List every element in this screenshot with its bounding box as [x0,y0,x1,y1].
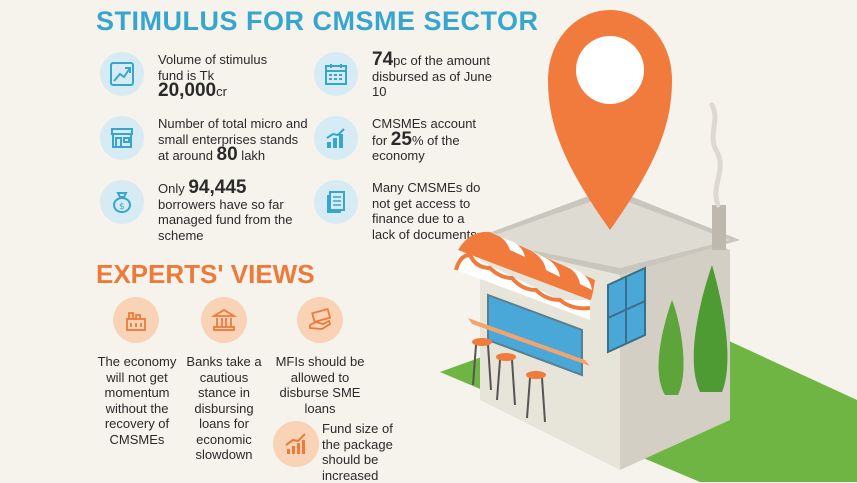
fact-text: Number of total micro and small enterpri… [158,116,308,165]
bar-chart-icon [314,116,358,160]
fact-text: Only 94,445 borrowers have so far manage… [158,177,293,243]
fact-borrowers: $ Only 94,445 borrowers have so far mana… [100,177,298,243]
bar-stools [472,344,546,423]
growth-chart-icon [100,52,144,96]
shop-icon [100,116,144,160]
fact-disbursed: 74pc of the amount disbursed as of June … [314,49,492,100]
expert-view-text: MFIs should be allowed to disburse SME l… [275,354,365,416]
fact-text: Many CMSMEs do not get access to finance… [372,180,481,242]
factory-icon [113,297,159,343]
experts-title: EXPERTS' VIEWS [96,259,315,289]
awning [454,231,595,320]
expert-view-text: The economy will not get momentum withou… [97,354,177,447]
page-title: STIMULUS FOR CMSME SECTOR [96,6,539,36]
fact-enterprises: Number of total micro and small enterpri… [100,116,308,164]
tree [658,300,684,395]
growth-bars-icon [273,421,319,467]
document-icon [314,180,358,224]
expert-view-text: Fund size of the package should be incre… [322,421,393,483]
hand-money-icon [297,297,343,343]
bank-icon [201,297,247,343]
fact-text: 74pc of the amount disbursed as of June … [372,49,492,99]
fact-documents: Many CMSMEs do not get access to finance… [314,180,482,242]
tree [693,265,728,392]
money-bag-icon: $ [100,180,144,224]
svg-text:$: $ [119,202,125,212]
expert-view-text: Banks take a cautious stance in disbursi… [186,354,262,462]
calendar-icon [314,52,358,96]
fact-text: CMSMEs account for 25% of the economy [372,116,477,163]
fact-text: Volume of stimulus fund is Tk 20,000cr [158,52,268,101]
fact-stimulus-volume: Volume of stimulus fund is Tk 20,000cr [100,52,268,100]
fact-economy-share: CMSMEs account for 25% of the economy [314,116,482,164]
location-pin-icon [548,10,672,230]
